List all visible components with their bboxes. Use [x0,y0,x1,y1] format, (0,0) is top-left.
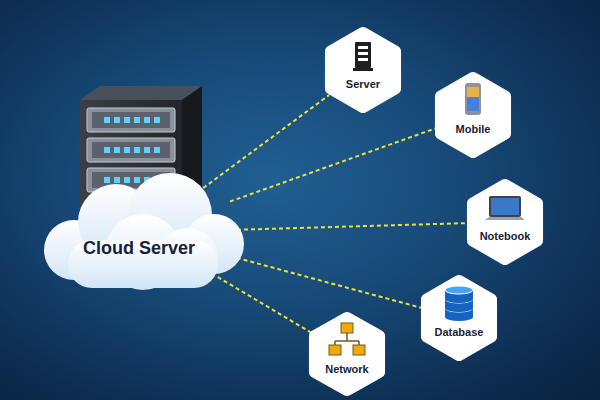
dashed-connector [230,223,471,230]
drive-bay [87,108,175,132]
server-icon [319,26,407,114]
led [114,117,120,123]
led [124,117,130,123]
led [134,117,140,123]
led [144,147,150,153]
device-node: Network [303,311,391,397]
led [154,147,160,153]
led [104,177,110,183]
cloud-shape [38,170,248,295]
device-label: Database [435,326,484,338]
database-icon [415,274,503,362]
led [134,147,140,153]
hexagon [427,281,491,355]
led [114,177,120,183]
device-node: Server [319,26,407,114]
led [104,117,110,123]
led [124,147,130,153]
led [154,117,160,123]
led [114,147,120,153]
led [104,147,110,153]
dashed-connector [218,277,313,334]
led [134,177,140,183]
led [144,117,150,123]
hexagon [441,78,505,152]
dashed-connector [203,95,329,188]
mobile-icon [429,71,517,159]
bay-face [92,142,170,158]
cloud-puffs [44,173,244,290]
dashed-connector [230,256,425,309]
dashed-connector [230,127,439,201]
bay-face [92,112,170,128]
drive-bay [87,138,175,162]
hexagon [315,318,379,390]
device-node: Database [415,274,503,362]
device-label: Notebook [480,230,531,242]
hexagon-shape [461,178,549,266]
device-node: Notebook [461,178,549,266]
notebook-icon [461,178,549,266]
device-label: Network [325,363,368,375]
hexagon [331,33,395,107]
device-label: Mobile [456,123,491,135]
hexagon [473,185,537,259]
network-icon [303,311,391,397]
device-node: Mobile [429,71,517,159]
device-label: Server [346,78,380,90]
cloud-label: Cloud Server [83,238,195,259]
led [124,177,130,183]
tower-top [80,86,202,100]
cloud-node: Cloud Server [38,170,248,295]
